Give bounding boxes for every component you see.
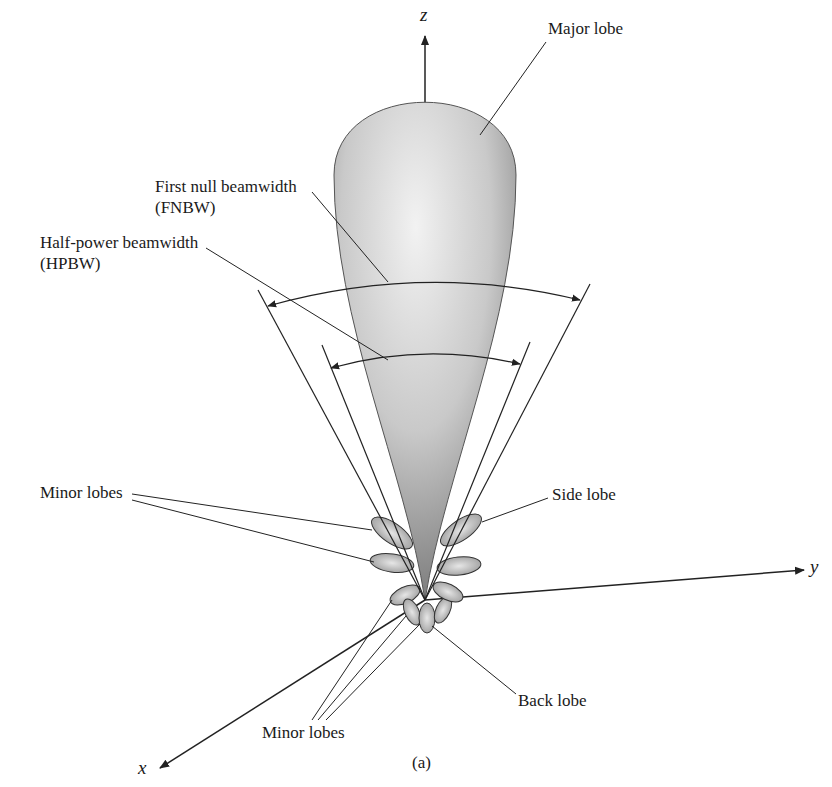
fnbw-arc [268,282,580,306]
callout-label: Side lobe [552,484,652,505]
minor-lobes [367,508,487,633]
leader-lines [132,42,548,720]
axis-label: y [810,556,830,577]
callout-label: First null beamwidth (FNBW) [155,176,330,218]
callout-label: Half-power beamwidth (HPBW) [40,232,220,274]
figure-caption: (a) [412,752,431,773]
callout-label: Back lobe [518,690,628,711]
axis-label: z [420,4,440,25]
y-axis [425,570,804,600]
hpbw-arc [331,354,520,368]
x-axis [160,600,425,768]
major-lobe [334,102,516,600]
hpbw-line [425,342,530,600]
callout-label: Minor lobes [40,482,150,503]
callout-label: Major lobe [548,18,668,39]
fnbw-line [425,284,590,600]
callout-label: Minor lobes [262,722,372,743]
axis-label: x [138,757,158,778]
